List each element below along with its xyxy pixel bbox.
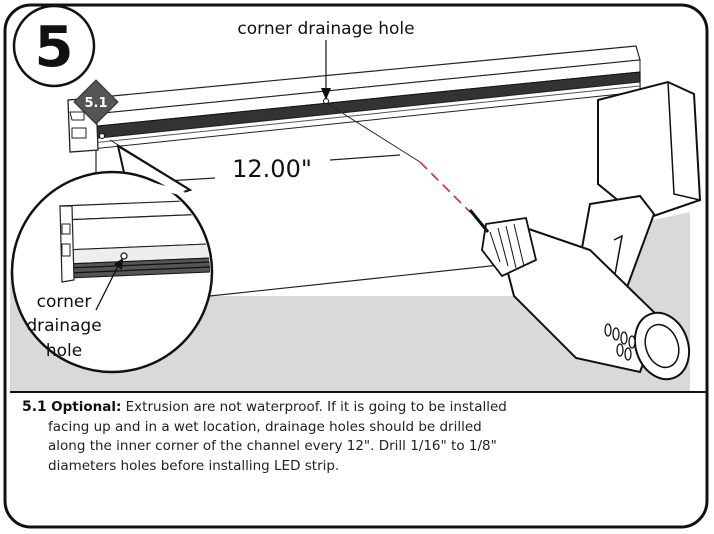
step-number: 5 [35, 15, 74, 80]
caption-text-line1: Extrusion are not waterproof. If it is g… [121, 399, 507, 415]
dimension-tick-right [329, 154, 401, 161]
instruction-caption: 5.1 Optional: Extrusion are not waterpro… [22, 398, 692, 476]
caption-text-line2: facing up and in a wet location, drainag… [48, 418, 482, 435]
drill-illustration [468, 80, 702, 381]
caption-line1: 5.1 Optional: Extrusion are not waterpro… [22, 398, 692, 418]
caption-text-line3: along the inner corner of the channel ev… [48, 438, 497, 454]
top-callout-label: corner drainage hole [237, 19, 414, 39]
profile-slots [69, 111, 87, 139]
extrusion-groove [81, 85, 641, 145]
caption-optional-label: Optional: [51, 399, 122, 415]
caption-step-number: 5.1 [22, 399, 47, 415]
sub-step-badge-label: 5.1 [84, 96, 107, 111]
step-number-circle [12, 4, 96, 88]
sub-step-badge [73, 79, 119, 125]
drainage-hole-marker [99, 133, 105, 139]
detail-label-line1: corner [37, 292, 92, 312]
top-callout-arrow [321, 88, 331, 100]
drill-axis-line [327, 103, 421, 163]
detail-label-line3: hole [46, 341, 82, 361]
drill-path-line [419, 161, 471, 213]
spacing-dimension-label: 12.00" [232, 155, 312, 183]
detail-extrusion [14, 174, 210, 370]
detail-label-line2: drainage [26, 316, 101, 336]
caption-text-line4: diameters holes before installing LED st… [48, 457, 340, 474]
